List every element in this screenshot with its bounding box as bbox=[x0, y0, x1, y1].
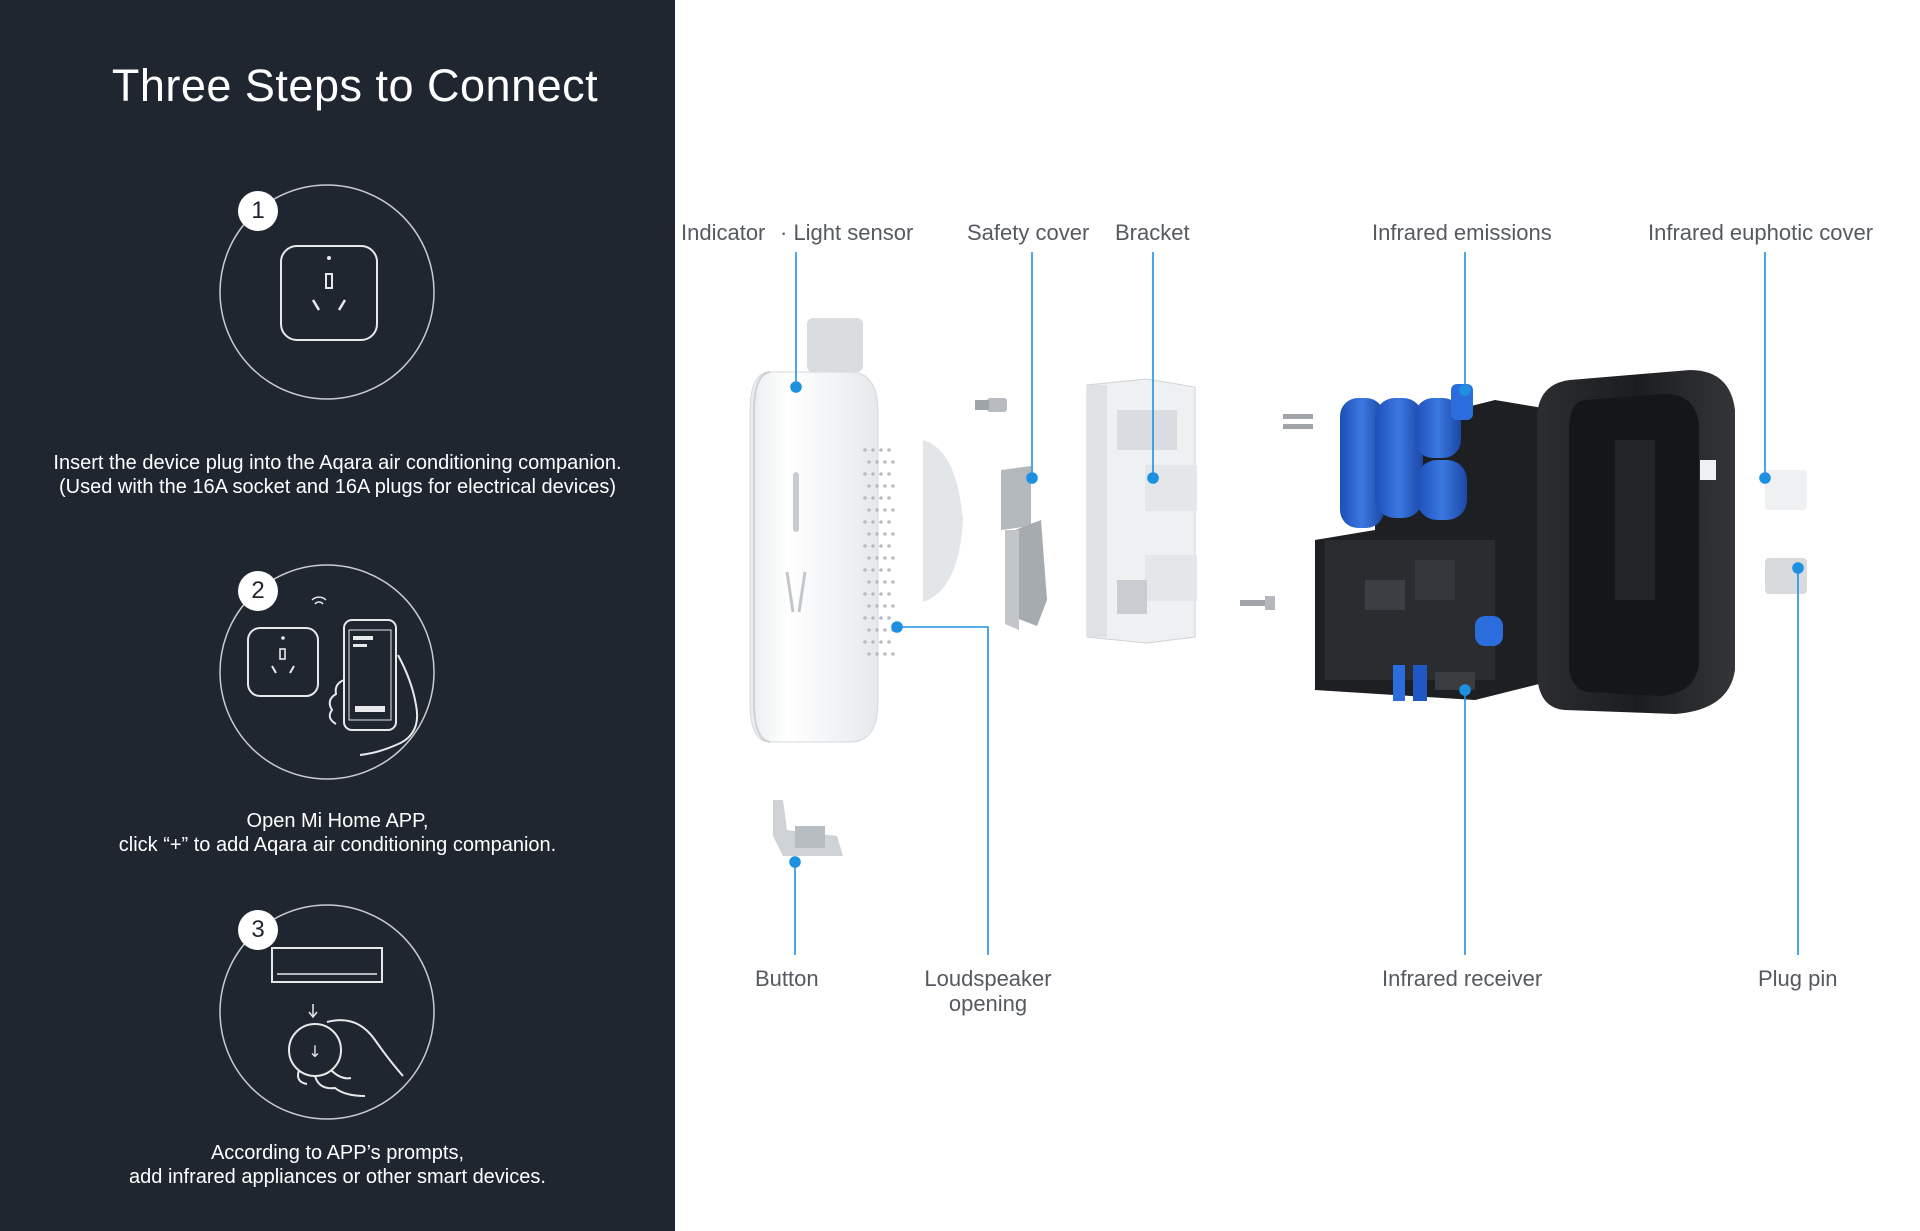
step-1-line-1: Insert the device plug into the Aqara ai… bbox=[53, 452, 622, 474]
callout-lines bbox=[789, 252, 1804, 955]
exploded-view-drawing bbox=[749, 252, 1807, 955]
circuit-board-part bbox=[1315, 384, 1555, 701]
step-1-line-2: (Used with the 16A socket and 16A plugs … bbox=[59, 476, 616, 498]
label-loudspeaker-line-1: Loudspeaker bbox=[924, 966, 1052, 991]
callout-dot-loudspeaker bbox=[891, 621, 903, 633]
svg-text:↓: ↓ bbox=[308, 1042, 321, 1061]
step-3-icon: ↓ bbox=[215, 900, 445, 1130]
callout-dot-bracket bbox=[1147, 472, 1159, 484]
callout-loudspeaker bbox=[897, 626, 989, 955]
callout-dot-button bbox=[789, 856, 801, 868]
button-part bbox=[773, 800, 843, 856]
step-3-line-2: add infrared appliances or other smart d… bbox=[129, 1166, 546, 1188]
phone-app-icon bbox=[247, 596, 418, 756]
step-2-badge: 2 bbox=[238, 571, 278, 611]
front-cover-part bbox=[749, 318, 963, 743]
air-conditioner-icon: ↓ bbox=[271, 947, 404, 1097]
back-cover-part bbox=[1537, 370, 1807, 714]
step-2-icon bbox=[215, 560, 445, 790]
callout-dot-euphotic-cover bbox=[1759, 472, 1771, 484]
label-loudspeaker-opening: Loudspeaker opening bbox=[918, 966, 1058, 1016]
steps-panel: Three Steps to Connect 1 Insert the devi… bbox=[0, 0, 675, 1231]
label-infrared-euphotic-cover: Infrared euphotic cover bbox=[1648, 220, 1874, 245]
step-1-icon bbox=[215, 180, 445, 410]
callout-dot-light-sensor bbox=[790, 381, 802, 393]
label-loudspeaker-line-2: opening bbox=[948, 991, 1028, 1016]
label-indicator: Indicator bbox=[681, 220, 766, 245]
callout-dot-safety-cover bbox=[1026, 472, 1038, 484]
label-safety-cover: Safety cover bbox=[967, 220, 1090, 245]
step-2-line-1: Open Mi Home APP, bbox=[246, 810, 429, 832]
step-1-badge: 1 bbox=[238, 191, 278, 231]
label-plug-pin: Plug pin bbox=[1758, 966, 1838, 991]
panel-title: Three Steps to Connect bbox=[111, 60, 599, 111]
label-light-sensor: · Light sensor bbox=[780, 220, 914, 245]
exploded-view-diagram: Indicator · Light sensor Safety cover Br… bbox=[675, 0, 1920, 1231]
step-3-badge: 3 bbox=[238, 910, 278, 950]
socket-icon bbox=[280, 245, 378, 341]
step-2-text: Open Mi Home APP, click “+” to add Aqara… bbox=[0, 809, 675, 857]
screw-part bbox=[975, 398, 1007, 412]
step-1-text: Insert the device plug into the Aqara ai… bbox=[0, 451, 675, 499]
label-bracket: Bracket bbox=[1115, 220, 1190, 245]
step-2-line-2: click “+” to add Aqara air conditioning … bbox=[118, 834, 557, 856]
label-button: Button bbox=[755, 966, 819, 991]
callout-dot-infrared-emissions bbox=[1459, 384, 1471, 396]
callout-dot-infrared-receiver bbox=[1459, 684, 1471, 696]
safety-cover-part bbox=[1001, 466, 1047, 630]
step-3-line-1: According to APP’s prompts, bbox=[210, 1142, 465, 1164]
screws-part bbox=[1240, 414, 1313, 610]
step-3-text: According to APP’s prompts, add infrared… bbox=[0, 1141, 675, 1189]
label-infrared-receiver: Infrared receiver bbox=[1382, 966, 1543, 991]
label-infrared-emissions: Infrared emissions bbox=[1372, 220, 1552, 245]
bracket-part bbox=[1086, 378, 1197, 644]
callout-dot-plug-pin bbox=[1792, 562, 1804, 574]
